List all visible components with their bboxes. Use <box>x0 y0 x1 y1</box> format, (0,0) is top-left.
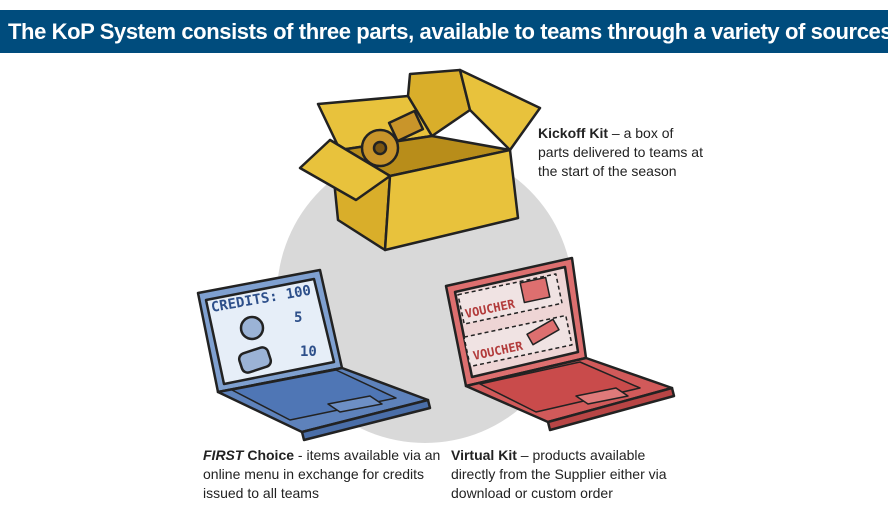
first-choice-name: Choice <box>243 447 295 463</box>
kickoff-kit-name: Kickoff Kit <box>538 125 608 141</box>
item1-cost: 5 <box>294 310 302 326</box>
virtual-kit-laptop-icon <box>444 256 676 432</box>
virtual-kit-name: Virtual Kit <box>451 447 517 463</box>
first-choice-caption: FIRST Choice - items available via an on… <box>203 446 443 503</box>
virtual-kit-caption: Virtual Kit – products available directl… <box>451 446 676 503</box>
first-choice-desc: - items available via an online menu in … <box>203 447 441 501</box>
item2-cost: 10 <box>300 344 317 360</box>
kickoff-kit-desc: – a box of parts delivered to teams at t… <box>538 125 703 179</box>
kickoff-kit-caption: Kickoff Kit – a box of parts delivered t… <box>538 124 708 181</box>
virtual-kit-desc: – products available directly from the S… <box>451 447 667 501</box>
kickoff-kit-box-icon <box>298 68 542 252</box>
first-choice-laptop-icon <box>196 268 432 442</box>
first-choice-name-italic: FIRST <box>203 447 244 463</box>
page-title: The KoP System consists of three parts, … <box>0 10 888 53</box>
